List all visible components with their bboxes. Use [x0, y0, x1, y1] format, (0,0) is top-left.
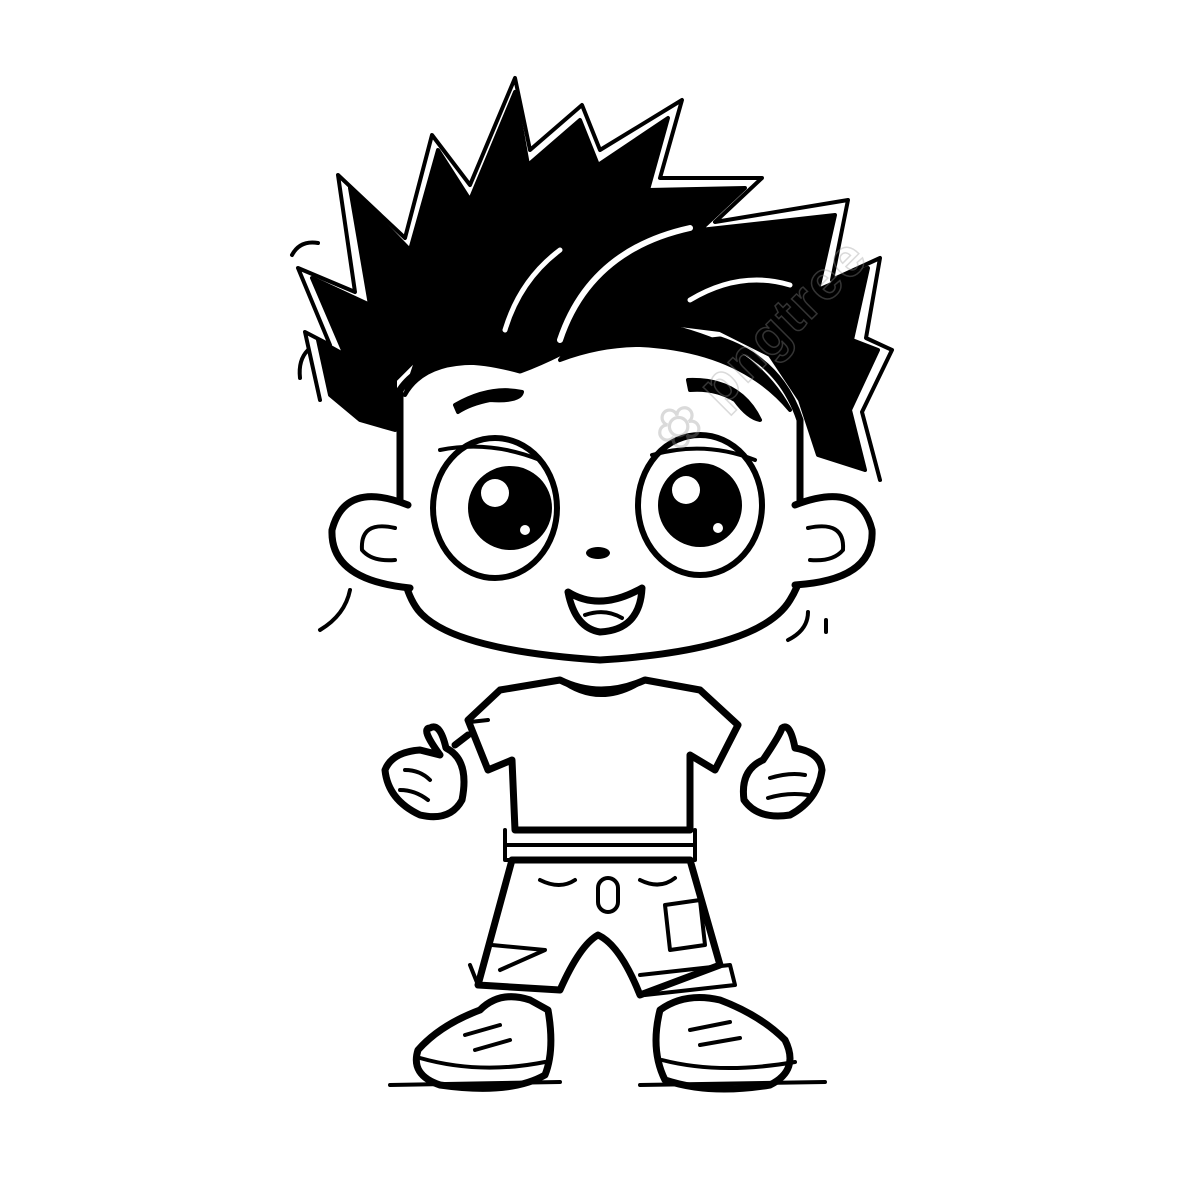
left-arm — [381, 723, 472, 821]
hair-stroke — [297, 348, 310, 380]
right-eye — [635, 432, 765, 578]
left-eye — [430, 435, 560, 581]
left-eyebrow — [453, 388, 524, 414]
right-arm — [739, 723, 826, 820]
cheek-stroke — [318, 588, 352, 632]
shirt — [464, 676, 742, 862]
left-ear — [328, 493, 414, 592]
cheek-stroke — [786, 610, 810, 642]
hair-stroke — [290, 240, 320, 257]
nose — [586, 547, 610, 559]
left-shoe — [388, 993, 562, 1092]
right-shoe — [638, 994, 827, 1093]
hair — [296, 76, 894, 482]
shorts — [468, 856, 737, 999]
right-eyebrow — [686, 377, 762, 422]
right-ear — [791, 493, 876, 589]
mouth — [564, 584, 646, 636]
